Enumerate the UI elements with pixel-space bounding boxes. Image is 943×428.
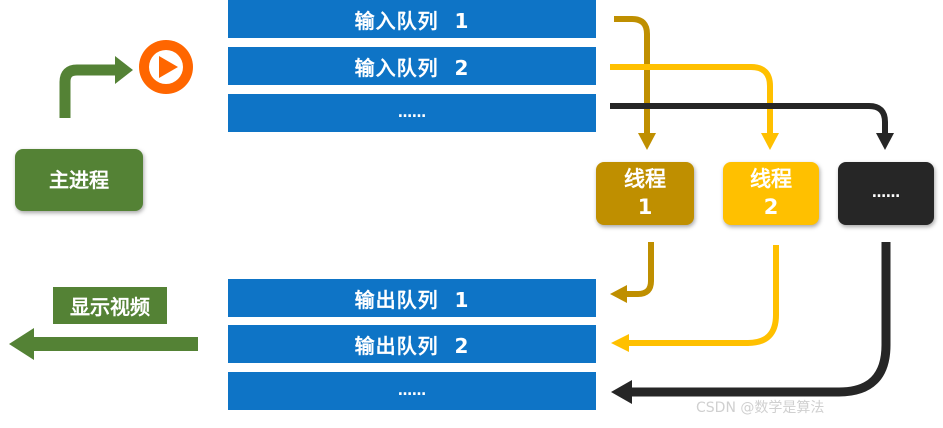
thread1-to-output1-arrow [626,242,654,297]
output-queue-more: …… [228,372,596,410]
input1-to-thread1-arrow [614,16,650,133]
input-queue-1-label: 输入队列 1 [354,8,470,33]
thread-1-title: 线程 [624,167,666,192]
input2-to-thread2-arrow [610,64,773,133]
thread-2-node: 线程 2 [723,162,819,225]
output-queue-more-label: …… [398,383,426,399]
input-queue-2-label: 输入队列 2 [354,55,470,80]
output-queue-1-label: 输出队列 1 [354,287,470,312]
thread-more-node: …… [838,162,934,225]
output-queue-2: 输出队列 2 [228,325,596,363]
input3-to-thread3-arrow [610,103,888,133]
output-queue-1: 输出队列 1 [228,279,596,317]
display-video-label: 显示视频 [53,287,167,324]
main-to-play-arrow [59,64,117,118]
input-queue-2: 输入队列 2 [228,47,596,85]
thread-2-number: 2 [763,194,779,219]
play-icon[interactable] [139,40,193,94]
main-process-node: 主进程 [15,149,143,211]
thread-1-node: 线程 1 [596,162,694,225]
thread3-to-output3-arrow [630,242,891,397]
display-video-text: 显示视频 [70,295,150,319]
output-queue-2-label: 输出队列 2 [354,333,470,358]
thread-2-title: 线程 [750,167,792,192]
main-process-label: 主进程 [49,168,109,192]
thread-more-label: …… [872,185,900,202]
thread-1-number: 1 [637,194,653,219]
watermark-text: CSDN @数学是算法 [696,400,825,416]
input-queue-1: 输入队列 1 [228,0,596,38]
thread2-to-output2-arrow [628,245,779,346]
input-queue-more: …… [228,94,596,132]
input-queue-more-label: …… [398,105,426,121]
